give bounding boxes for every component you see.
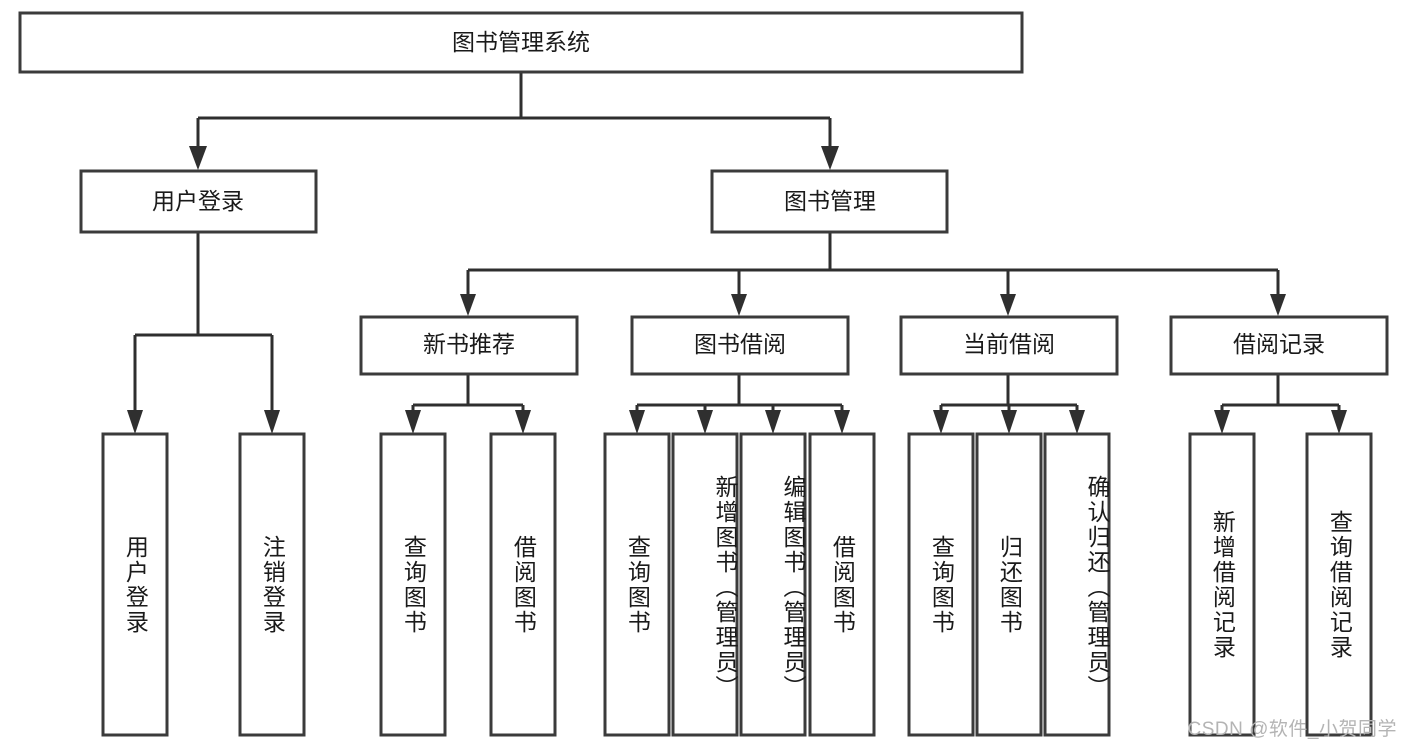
node-root-label: 图书管理系统 bbox=[452, 29, 590, 55]
arrowhead-leaf-user-login bbox=[127, 410, 143, 434]
arrowhead-leaf-add-book bbox=[697, 410, 713, 434]
node-root[interactable] bbox=[18, 11, 1024, 74]
arrowhead-leaf-query-record bbox=[1331, 410, 1347, 434]
arrowhead-leaf-borrow-book-1 bbox=[515, 410, 531, 434]
node-leaf-query-book-1[interactable] bbox=[379, 432, 447, 737]
arrowhead-leaf-query-book-2 bbox=[629, 410, 645, 434]
csdn-watermark: CSDN @软件_小贺同学 bbox=[1187, 719, 1397, 740]
arrowhead-leaf-borrow-book-2 bbox=[834, 410, 850, 434]
node-user-login-label: 用户登录 bbox=[152, 188, 244, 214]
node-leaf-logout[interactable] bbox=[238, 432, 306, 737]
node-leaf-borrow-book-1[interactable] bbox=[489, 432, 557, 737]
arrowhead-leaf-return-book bbox=[1001, 410, 1017, 434]
node-leaf-add-book[interactable] bbox=[671, 432, 739, 737]
node-borrow-record[interactable] bbox=[1169, 315, 1389, 376]
node-leaf-add-record[interactable] bbox=[1188, 432, 1256, 737]
arrowhead-current-borrow bbox=[1000, 294, 1016, 316]
node-leaf-user-login[interactable] bbox=[101, 432, 169, 737]
node-leaf-query-record[interactable] bbox=[1305, 432, 1373, 737]
arrowhead-user-login bbox=[189, 146, 207, 170]
node-new-book-rec[interactable] bbox=[359, 315, 579, 376]
arrowhead-leaf-confirm-return bbox=[1069, 410, 1085, 434]
node-leaf-confirm-return[interactable] bbox=[1043, 432, 1111, 737]
node-leaf-return-book[interactable] bbox=[975, 432, 1043, 737]
node-current-borrow-label: 当前借阅 bbox=[963, 331, 1055, 357]
arrowhead-leaf-query-book-1 bbox=[405, 410, 421, 434]
arrowhead-leaf-query-book-3 bbox=[933, 410, 949, 434]
arrowhead-borrow-record bbox=[1270, 294, 1286, 316]
node-leaf-query-book-2[interactable] bbox=[603, 432, 671, 737]
arrowhead-leaf-add-record bbox=[1214, 410, 1230, 434]
node-book-borrow[interactable] bbox=[630, 315, 850, 376]
node-book-borrow-label: 图书借阅 bbox=[694, 331, 786, 357]
node-current-borrow[interactable] bbox=[899, 315, 1119, 376]
arrowhead-new-book-rec bbox=[460, 294, 476, 316]
node-leaf-borrow-book-2[interactable] bbox=[808, 432, 876, 737]
node-book-manage[interactable] bbox=[710, 169, 949, 234]
node-borrow-record-label: 借阅记录 bbox=[1233, 331, 1325, 357]
connector-group bbox=[127, 72, 1347, 434]
arrowhead-leaf-logout bbox=[264, 410, 280, 434]
arrowhead-book-borrow bbox=[731, 294, 747, 316]
node-leaf-query-book-3[interactable] bbox=[907, 432, 975, 737]
node-leaf-edit-book[interactable] bbox=[739, 432, 807, 737]
arrowhead-book-manage bbox=[821, 146, 839, 170]
node-new-book-rec-label: 新书推荐 bbox=[423, 331, 515, 357]
node-book-manage-label: 图书管理 bbox=[784, 188, 876, 214]
node-user-login[interactable] bbox=[79, 169, 318, 234]
arrowhead-leaf-edit-book bbox=[765, 410, 781, 434]
